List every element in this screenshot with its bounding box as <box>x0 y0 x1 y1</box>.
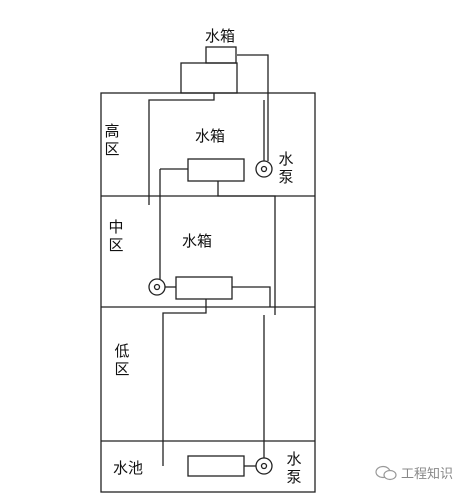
piping <box>148 54 276 467</box>
mid-zone-pump-hub <box>153 283 161 291</box>
pool-pump-hub <box>260 462 268 470</box>
pool-pump-label: 水泵 <box>286 450 302 486</box>
zone-label-pool: 水池 <box>113 459 144 477</box>
watermark-text: 工程知识 <box>400 467 453 482</box>
zone-label-low: 低区 <box>114 342 130 378</box>
mid-zone-tank <box>175 276 233 300</box>
high-zone-tank-label: 水箱 <box>195 127 226 145</box>
high-zone-pump-label: 水泵 <box>278 150 294 186</box>
high-zone-pump-hub <box>260 165 268 173</box>
mid-zone-pump <box>148 278 166 296</box>
watermark: 工程知识 <box>375 463 453 482</box>
high-zone-pump <box>255 160 273 178</box>
mid-zone-tank-label: 水箱 <box>182 232 213 250</box>
roof-tank-label: 水箱 <box>205 27 236 45</box>
zone-label-high: 高区 <box>104 122 120 158</box>
zone-label-mid: 中区 <box>108 218 124 254</box>
roof-tank <box>180 62 238 94</box>
high-zone-tank <box>187 158 245 182</box>
pool-tank <box>187 455 245 477</box>
roof-tank-inlet-box <box>205 46 237 64</box>
pool-pump <box>255 457 273 475</box>
chat-bubble-icon <box>375 465 397 480</box>
